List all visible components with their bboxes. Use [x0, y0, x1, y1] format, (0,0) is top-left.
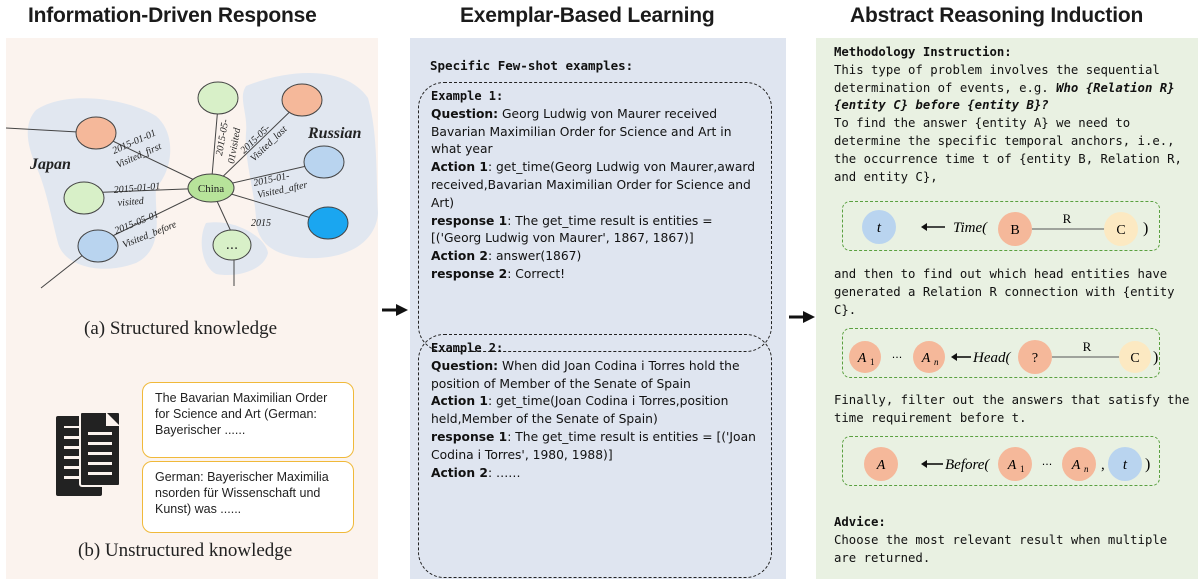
formula-head: A 1 ··· A n Head( ? R C ): [842, 328, 1160, 378]
caption-structured: (a) Structured knowledge: [84, 318, 278, 339]
formula-time-graphic: t Time( B R C ): [862, 210, 1148, 246]
svg-text:?: ?: [1032, 351, 1038, 366]
example-2-action1: : get_time(Joan Codina i Torres,position…: [431, 394, 729, 427]
example-2-action2: : ……: [487, 465, 521, 480]
svg-text:···: ···: [1042, 458, 1053, 471]
title-middle: Exemplar-Based Learning: [460, 4, 715, 27]
svg-text:C: C: [1116, 223, 1125, 238]
structured-knowledge-panel: 2015-01-01 Visited_first 2015-01-01 visi…: [6, 38, 378, 579]
few-shot-heading: Specific Few-shot examples:: [430, 58, 634, 73]
advice-label: Advice:: [834, 515, 886, 529]
methodology-label: Methodology Instruction:: [834, 45, 1012, 59]
svg-text:1: 1: [1020, 464, 1025, 474]
example-1-action2: : answer(1867): [487, 249, 582, 264]
node-orange-1: [75, 116, 117, 150]
svg-text:): ): [1145, 456, 1150, 473]
node-ellipsis: [212, 229, 252, 261]
node-green-2: [63, 181, 105, 215]
example-2-question: When did Joan Codina i Torres hold the p…: [431, 358, 740, 391]
example-2-action1-label: Action 1: [431, 394, 488, 409]
svg-text:A: A: [876, 458, 886, 473]
svg-text:): ): [1143, 220, 1148, 237]
russian-label: Russian: [307, 125, 361, 142]
japan-region: [27, 98, 171, 269]
node-blue-1: [303, 145, 345, 179]
arrow-left-to-middle: [382, 304, 408, 316]
svg-text:A: A: [921, 351, 931, 366]
svg-text:2015-01-01: 2015-01-01: [113, 181, 160, 196]
svg-text:t: t: [1123, 457, 1128, 473]
node-cyan: [307, 206, 349, 240]
caption-unstructured: (b) Unstructured knowledge: [78, 540, 293, 561]
example-1-box: Example 1: Question: Georg Ludwig von Ma…: [418, 82, 772, 352]
example-1-response2-label: response 2: [431, 266, 508, 281]
svg-text:R: R: [1083, 339, 1092, 354]
formula-head-graphic: A 1 ··· A n Head( ? R C ): [849, 339, 1158, 374]
formula-before-graphic: A Before( A 1 ··· A n , t ): [864, 447, 1150, 481]
title-left: Information-Driven Response: [28, 4, 317, 27]
example-1-action1-label: Action 1: [431, 160, 488, 175]
example-1-question: Georg Ludwig von Maurer received Bavaria…: [431, 106, 732, 157]
knowledge-graph: 2015-01-01 Visited_first 2015-01-01 visi…: [6, 73, 378, 496]
doc-snippet-1: The Bavarian Maximilian Order for Scienc…: [142, 382, 354, 458]
example-1-title: Example 1:: [431, 89, 504, 103]
example-2-response1-label: response 1: [431, 429, 508, 444]
svg-text:1: 1: [870, 357, 875, 367]
formula-time: t Time( B R C ): [842, 201, 1160, 251]
svg-text:Before(: Before(: [945, 457, 990, 473]
node-blue-2: [77, 229, 119, 263]
node-green-1: [197, 81, 239, 115]
document-icon: [56, 411, 121, 496]
example-1-question-label: Question:: [431, 106, 499, 121]
doc-snippet-2: German: Bayerischer Maximilia nsorden fü…: [142, 461, 354, 533]
svg-text:n: n: [1084, 464, 1089, 474]
svg-text:A: A: [1007, 458, 1017, 473]
para-1: This type of problem involves the sequen…: [834, 62, 1160, 95]
svg-text:,: ,: [1101, 457, 1105, 473]
svg-text:n: n: [934, 357, 939, 367]
svg-text:A: A: [1071, 458, 1081, 473]
para-3: and then to find out which head entities…: [834, 267, 1175, 317]
node-china: [187, 173, 235, 203]
svg-text:...: ...: [226, 238, 238, 253]
example-2-box: Example 2: Question: When did Joan Codin…: [418, 334, 772, 578]
svg-text:···: ···: [892, 351, 903, 364]
japan-label: Japan: [29, 156, 71, 173]
svg-text:B: B: [1010, 223, 1019, 238]
svg-text:t: t: [877, 220, 882, 236]
svg-text:2015: 2015: [251, 218, 271, 229]
svg-text:): ): [1153, 349, 1158, 366]
svg-text:visited: visited: [117, 196, 145, 209]
example-1-response1-label: response 1: [431, 213, 508, 228]
arrow-middle-to-right: [789, 311, 815, 323]
example-2-response1: : The get_time result is entities = [('J…: [431, 429, 756, 462]
para-4: Finally, filter out the answers that sat…: [834, 393, 1190, 425]
svg-text:C: C: [1130, 351, 1139, 366]
svg-text:Time(: Time(: [953, 220, 988, 236]
node-china-label: China: [198, 183, 224, 195]
example-1-action2-label: Action 2: [431, 249, 488, 264]
advice-text: Choose the most relevant result when mul…: [834, 532, 1168, 565]
svg-text:R: R: [1063, 211, 1072, 226]
node-orange-2: [281, 83, 323, 117]
svg-text:A: A: [857, 351, 867, 366]
example-1-action1: : get_time(Georg Ludwig von Maurer,award…: [431, 160, 756, 210]
example-1-response1: : The get_time result is entities = [('G…: [431, 213, 713, 246]
svg-text:Head(: Head(: [972, 350, 1011, 366]
advice-block: Advice: Choose the most relevant result …: [834, 514, 1194, 567]
para-2: To find the answer {entity A} we need to…: [834, 116, 1182, 184]
exemplar-panel: Specific Few-shot examples: Example 1: Q…: [410, 38, 786, 579]
abstract-reasoning-panel: Methodology Instruction: This type of pr…: [816, 38, 1198, 579]
example-2-question-label: Question:: [431, 358, 499, 373]
example-2-action2-label: Action 2: [431, 465, 488, 480]
formula-before: A Before( A 1 ··· A n , t ): [842, 436, 1160, 486]
example-2-title: Example 2:: [431, 341, 504, 355]
para-1-example: Who {Relation R} {entity C} before {enti…: [834, 80, 1175, 113]
title-right: Abstract Reasoning Induction: [850, 4, 1144, 27]
methodology-block: Methodology Instruction: This type of pr…: [834, 44, 1194, 186]
example-1-response2: : Correct!: [507, 266, 566, 281]
